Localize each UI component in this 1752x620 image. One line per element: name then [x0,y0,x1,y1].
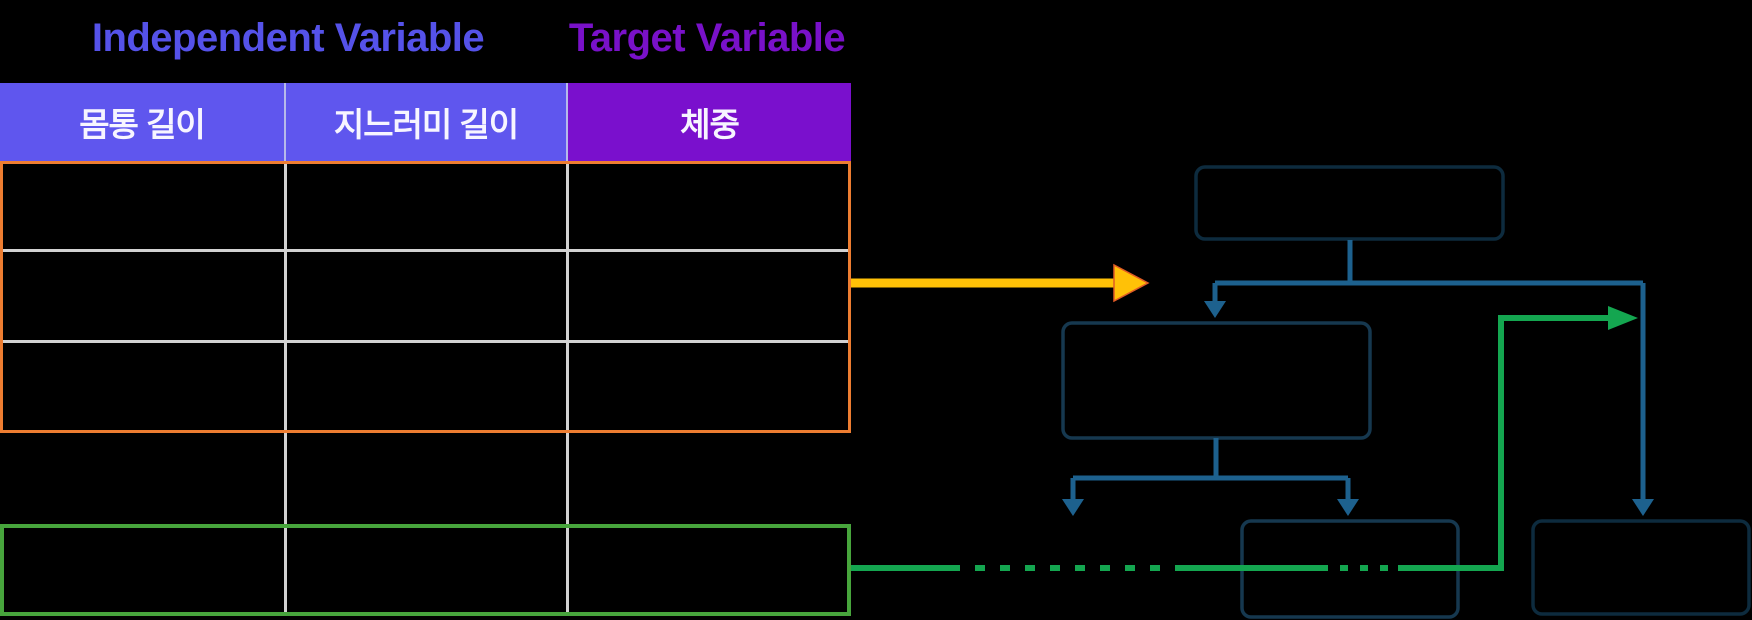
table-cell [566,343,851,433]
down-arrow-icon [1062,499,1084,516]
table-header-row: 몸통 길이 지느러미 길이 체중 [0,83,851,161]
table-cell [284,433,566,525]
tree-internal-node [1061,321,1372,440]
column-header-body-length: 몸통 길이 [0,83,284,161]
yellow-arrow-head-icon [1113,263,1150,303]
green-arrow-head-icon [1608,306,1638,330]
table-row [0,161,851,252]
down-arrow-icon [1632,499,1654,516]
table-row [0,433,851,525]
independent-variable-title: Independent Variable [91,16,485,60]
table-cell [284,343,566,433]
table-row [0,525,851,616]
down-arrow-icon [1204,301,1226,318]
green-arrow-path [851,315,1610,571]
table-cell [566,161,851,249]
tree-edge-arrowheads [1062,301,1654,516]
table-cell [284,525,566,616]
tree-root-node [1194,165,1505,241]
table-cell [566,252,851,340]
column-header-fin-length: 지느러미 길이 [284,83,566,161]
fish-data-table: 몸통 길이 지느러미 길이 체중 [0,83,851,616]
table-cell [566,525,851,616]
target-variable-title: Target Variable [568,16,846,60]
table-cell [566,433,851,525]
table-row [0,343,851,433]
table-row [0,252,851,343]
table-cell [284,252,566,340]
tree-leaf-node-right [1531,519,1751,616]
table-cell [284,161,566,249]
table-to-tree-arrow [851,263,1150,303]
column-header-weight: 체중 [566,83,851,161]
sample-row-to-tree-arrow [851,306,1638,574]
down-arrow-icon [1337,499,1359,516]
tree-edges [1070,240,1646,500]
